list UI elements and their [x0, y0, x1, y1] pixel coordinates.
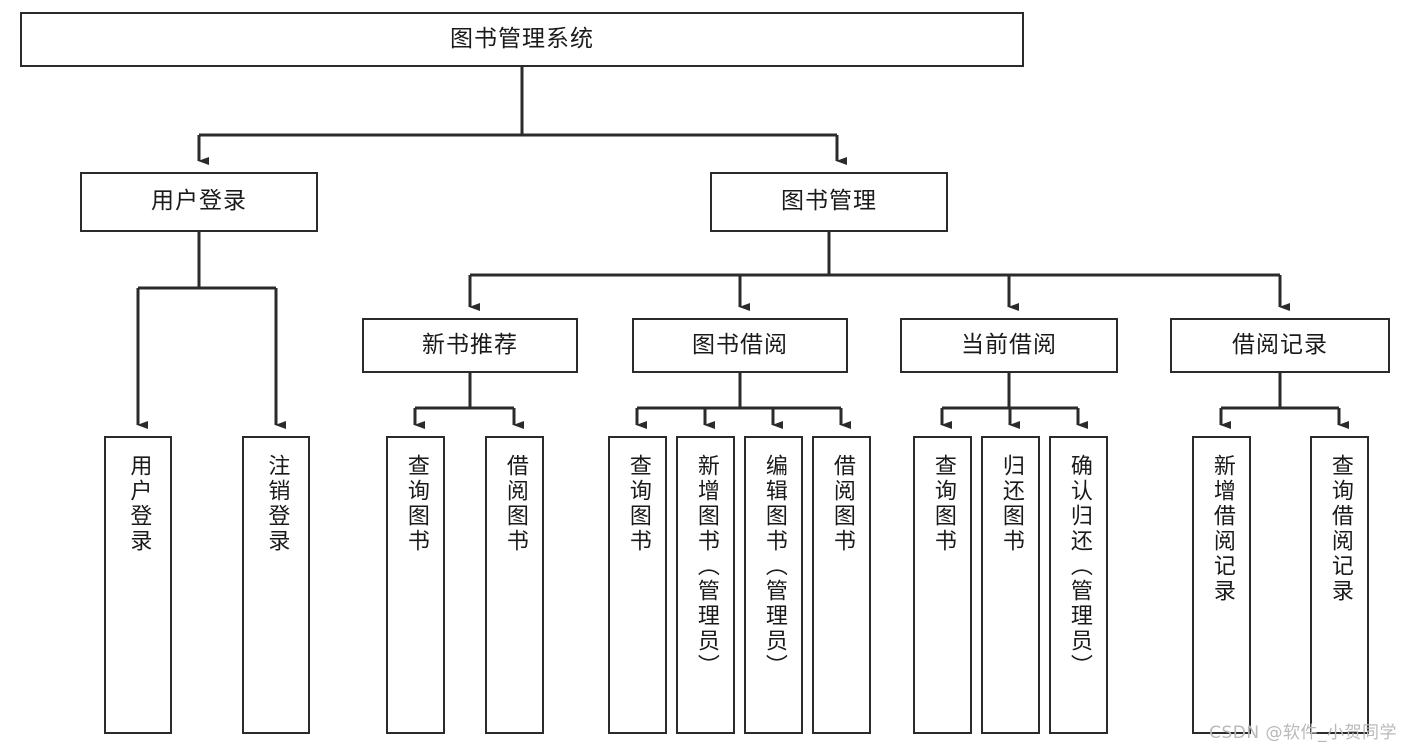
node-new-book-recommend[interactable]: 新书推荐	[362, 318, 578, 373]
node-label: 确认归还（管理员）	[1066, 454, 1092, 679]
node-label: 新书推荐	[422, 331, 518, 358]
leaf-return-book[interactable]: 归还图书	[981, 436, 1040, 734]
node-label: 查询图书	[403, 454, 429, 554]
node-label: 借阅记录	[1232, 331, 1328, 358]
leaf-borrow-book[interactable]: 借阅图书	[812, 436, 871, 734]
leaf-query-book-borrow[interactable]: 查询图书	[608, 436, 667, 734]
watermark: CSDN @软件_小贺同学	[1209, 723, 1397, 743]
leaf-add-book-admin[interactable]: 新增图书（管理员）	[676, 436, 735, 734]
node-label: 查询图书	[930, 454, 956, 554]
leaf-query-book-recommend[interactable]: 查询图书	[386, 436, 445, 734]
node-label: 新增图书（管理员）	[693, 454, 719, 679]
node-label: 借阅图书	[829, 454, 855, 554]
node-label: 查询借阅记录	[1327, 454, 1353, 604]
node-book-management[interactable]: 图书管理	[710, 172, 948, 232]
node-label: 归还图书	[998, 454, 1024, 554]
node-label: 用户登录	[151, 188, 247, 215]
node-borrow-record[interactable]: 借阅记录	[1170, 318, 1390, 373]
leaf-confirm-return-admin[interactable]: 确认归还（管理员）	[1049, 436, 1108, 734]
leaf-query-book-current[interactable]: 查询图书	[913, 436, 972, 734]
leaf-logout[interactable]: 注销登录	[242, 436, 310, 734]
node-label: 编辑图书（管理员）	[761, 454, 787, 679]
node-label: 当前借阅	[961, 331, 1057, 358]
node-book-borrow[interactable]: 图书借阅	[632, 318, 848, 373]
node-label: 图书管理系统	[450, 25, 594, 52]
node-user-login[interactable]: 用户登录	[80, 172, 318, 232]
leaf-borrow-book-recommend[interactable]: 借阅图书	[485, 436, 544, 734]
leaf-edit-book-admin[interactable]: 编辑图书（管理员）	[744, 436, 803, 734]
node-label: 图书管理	[781, 188, 877, 215]
node-label: 借阅图书	[502, 454, 528, 554]
node-label: 用户登录	[126, 454, 152, 554]
node-label: 图书借阅	[692, 331, 788, 358]
node-label: 查询图书	[625, 454, 651, 554]
node-label: 注销登录	[264, 454, 290, 554]
leaf-add-borrow-record[interactable]: 新增借阅记录	[1192, 436, 1251, 734]
node-root-book-management-system[interactable]: 图书管理系统	[20, 12, 1024, 67]
node-current-borrow[interactable]: 当前借阅	[900, 318, 1118, 373]
leaf-user-login[interactable]: 用户登录	[104, 436, 172, 734]
leaf-query-borrow-record[interactable]: 查询借阅记录	[1310, 436, 1369, 734]
node-label: 新增借阅记录	[1209, 454, 1235, 604]
